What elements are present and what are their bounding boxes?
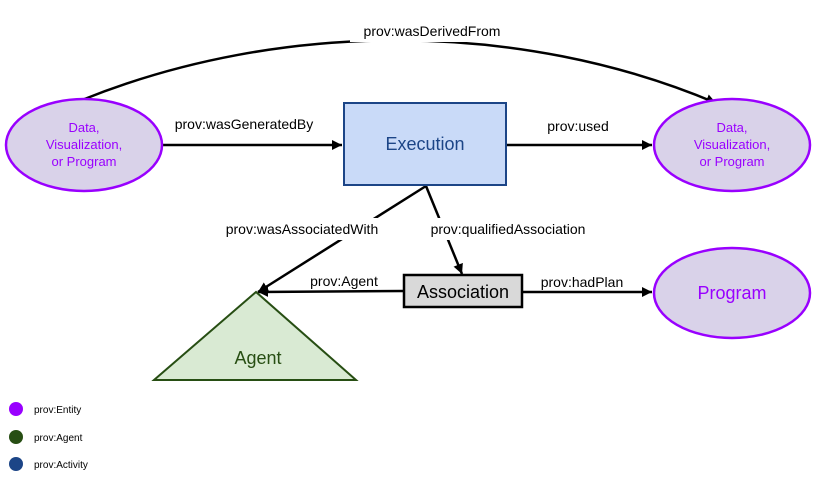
activity-node-execution: Execution <box>343 102 507 186</box>
svg-text:or Program: or Program <box>51 154 116 169</box>
edge-was-derived-from <box>81 39 717 105</box>
edge-agent <box>257 286 405 297</box>
entity-node-program: Program <box>652 246 812 340</box>
entity-node-left: Data, Visualization, or Program <box>4 97 164 193</box>
legend: prov:Entity prov:Agent prov:Activity <box>9 402 88 471</box>
association-node: Association <box>402 273 524 309</box>
label-was-derived-from: prov:wasDerivedFrom <box>364 23 501 39</box>
svg-text:prov:Agent: prov:Agent <box>34 433 83 444</box>
legend-item-agent: prov:Agent <box>9 430 83 444</box>
label-was-associated-with: prov:wasAssociatedWith <box>226 221 379 237</box>
label-used: prov:used <box>547 118 608 134</box>
svg-text:Data,: Data, <box>68 120 99 135</box>
svg-text:prov:Activity: prov:Activity <box>34 460 88 471</box>
svg-text:Data,: Data, <box>716 120 747 135</box>
agent-node: Agent <box>151 290 359 381</box>
svg-text:Agent: Agent <box>234 348 281 368</box>
legend-item-activity: prov:Activity <box>9 457 88 471</box>
label-was-generated-by: prov:wasGeneratedBy <box>175 116 314 132</box>
legend-item-entity: prov:Entity <box>9 402 81 416</box>
svg-text:Visualization,: Visualization, <box>694 137 770 152</box>
svg-text:Association: Association <box>417 282 509 302</box>
svg-text:Visualization,: Visualization, <box>46 137 122 152</box>
entity-node-right: Data, Visualization, or Program <box>652 97 812 193</box>
svg-text:or Program: or Program <box>699 154 764 169</box>
label-had-plan: prov:hadPlan <box>541 274 624 290</box>
svg-text:Execution: Execution <box>385 134 464 154</box>
label-agent-relation: prov:Agent <box>310 273 378 289</box>
label-qualified-association: prov:qualifiedAssociation <box>431 221 586 237</box>
svg-text:prov:Entity: prov:Entity <box>34 405 81 416</box>
svg-text:Program: Program <box>697 283 766 303</box>
